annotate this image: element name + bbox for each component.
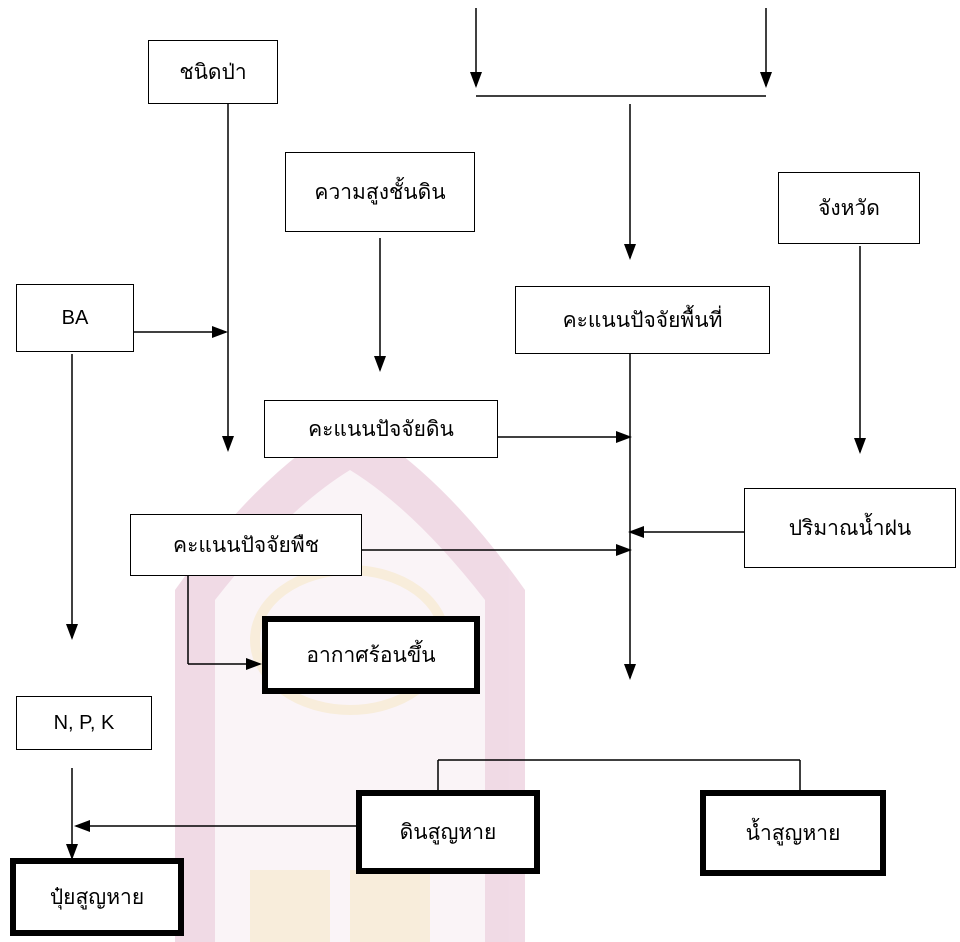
node-fertilizer-loss: ปุ๋ยสูญหาย xyxy=(10,858,184,936)
node-npk: N, P, K xyxy=(16,696,152,750)
node-province: จังหวัด xyxy=(778,172,920,244)
node-rainfall: ปริมาณน้ำฝน xyxy=(744,488,956,568)
node-soil-height: ความสูงชั้นดิน xyxy=(285,152,475,232)
node-water-loss: น้ำสูญหาย xyxy=(700,790,886,876)
node-soil-factor-score: คะแนนปัจจัยดิน xyxy=(264,400,498,458)
node-plant-factor-score: คะแนนปัจจัยพืช xyxy=(130,514,362,576)
node-ba: BA xyxy=(16,284,134,352)
node-area-factor-score: คะแนนปัจจัยพื้นที่ xyxy=(515,286,770,354)
node-warmer-weather: อากาศร้อนขึ้น xyxy=(262,616,480,694)
node-forest-type: ชนิดป่า xyxy=(148,40,278,104)
node-soil-loss: ดินสูญหาย xyxy=(356,790,540,874)
